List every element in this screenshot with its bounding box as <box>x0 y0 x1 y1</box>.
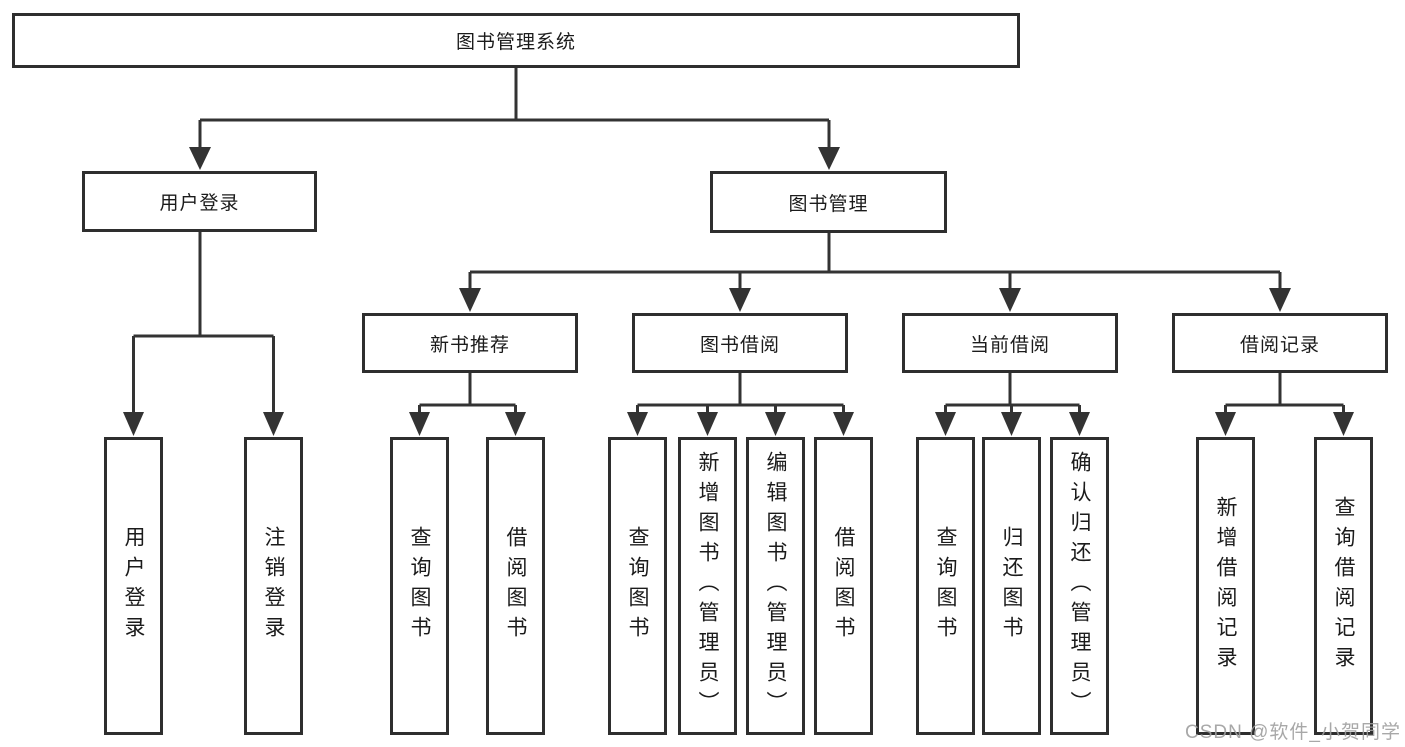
arrowhead <box>409 412 430 436</box>
leaf-query-books-recommend: 查询图书 <box>390 437 449 735</box>
node-current-borrow: 当前借阅 <box>902 313 1118 373</box>
node-book-management: 图书管理 <box>710 171 947 233</box>
arrowhead <box>1269 288 1291 312</box>
csdn-watermark: CSDN @软件_小贺同学 <box>1185 722 1401 743</box>
arrowhead <box>765 412 786 436</box>
arrowhead <box>459 288 481 312</box>
arrowhead <box>1333 412 1354 436</box>
leaf-query-borrow-record: 查询借阅记录 <box>1314 437 1373 735</box>
node-new-book-recommend: 新书推荐 <box>362 313 578 373</box>
arrowhead <box>627 412 648 436</box>
arrowhead <box>1215 412 1236 436</box>
leaf-query-books-borrow: 查询图书 <box>608 437 667 735</box>
leaf-edit-book-admin: 编辑图书（管理员） <box>746 437 805 735</box>
arrowhead <box>123 412 144 436</box>
leaf-query-books-current: 查询图书 <box>916 437 975 735</box>
arrowhead <box>263 412 284 436</box>
arrowhead <box>818 147 840 170</box>
leaf-add-book-admin: 新增图书（管理员） <box>678 437 737 735</box>
arrowhead <box>1069 412 1090 436</box>
leaf-add-borrow-record: 新增借阅记录 <box>1196 437 1255 735</box>
leaf-logout: 注销登录 <box>244 437 303 735</box>
arrowhead <box>505 412 526 436</box>
node-book-borrow: 图书借阅 <box>632 313 848 373</box>
leaf-borrow-books-recommend: 借阅图书 <box>486 437 545 735</box>
node-root-library-system: 图书管理系统 <box>12 13 1020 68</box>
arrowhead <box>935 412 956 436</box>
arrowhead <box>999 288 1021 312</box>
leaf-confirm-return-admin: 确认归还（管理员） <box>1050 437 1109 735</box>
leaf-borrow-books: 借阅图书 <box>814 437 873 735</box>
arrowhead <box>729 288 751 312</box>
node-borrow-records: 借阅记录 <box>1172 313 1388 373</box>
leaf-user-login: 用户登录 <box>104 437 163 735</box>
arrowhead <box>189 147 211 170</box>
arrowhead <box>833 412 854 436</box>
leaf-return-books: 归还图书 <box>982 437 1041 735</box>
arrowhead <box>697 412 718 436</box>
arrowhead <box>1001 412 1022 436</box>
node-user-login: 用户登录 <box>82 171 317 232</box>
